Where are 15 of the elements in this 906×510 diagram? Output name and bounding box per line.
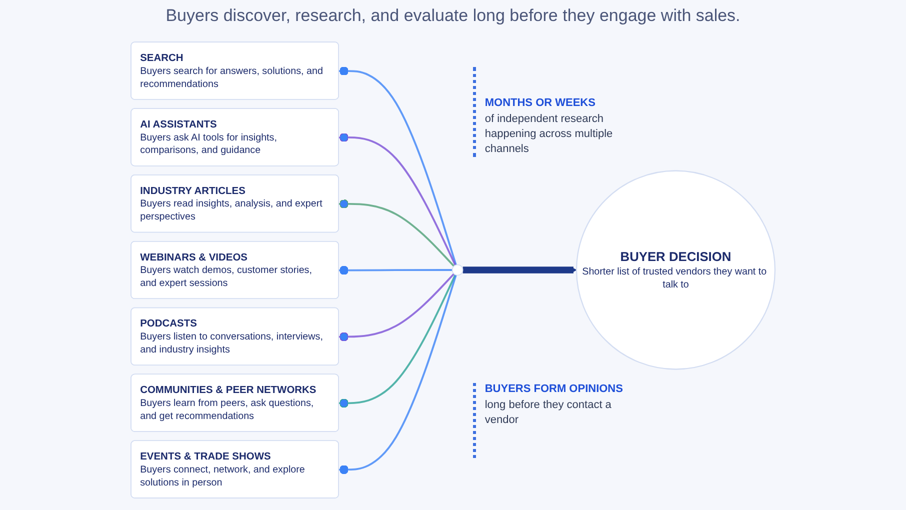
- annotation-text: of independent research happening across multiple channels: [484, 112, 614, 157]
- arrow: [462, 266, 577, 274]
- subtitle: Buyers discover, research, and evaluate long before they engage with sales.: [166, 6, 740, 26]
- annotation-heading: BUYERS FORM OPINIONS: [484, 383, 624, 396]
- connector: [338, 274, 457, 474]
- connector: [338, 199, 455, 267]
- connector: [338, 66, 457, 266]
- connector: [338, 132, 456, 266]
- connector: [338, 266, 452, 275]
- connector: [338, 274, 456, 408]
- connector: [338, 273, 455, 342]
- annotation-text: long before they contact a vendor: [484, 398, 612, 428]
- annotation-heading: MONTHS OR WEEKS: [484, 97, 596, 110]
- node-circle: [452, 264, 464, 276]
- node-circle: BUYER DECISION Shorter list of trusted vendors they want to talk to: [576, 170, 776, 370]
